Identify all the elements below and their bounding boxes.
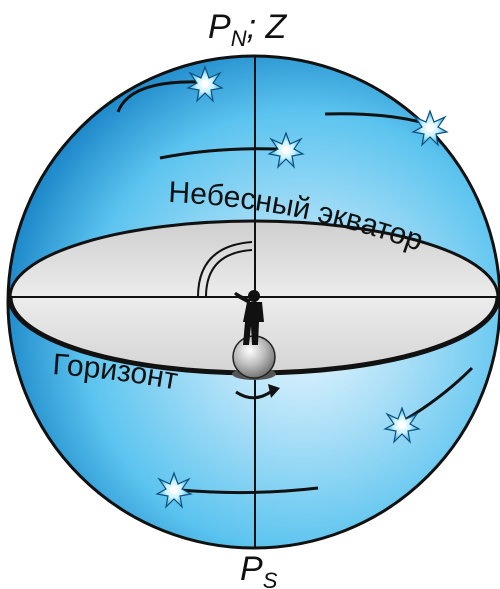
star-path-lower-left <box>179 486 319 495</box>
angle-arc <box>197 241 253 298</box>
star-path-upper-left-lower <box>159 147 279 160</box>
angle-arc-inner <box>205 249 253 298</box>
rotation-arrow <box>235 389 273 400</box>
south-pole-label: PS <box>240 550 278 589</box>
north-pole-label: PN; Z <box>208 8 287 51</box>
rotation-arrow-head-icon <box>268 384 280 398</box>
star-path-upper-left <box>116 80 201 113</box>
observer-figure-icon <box>234 290 264 345</box>
